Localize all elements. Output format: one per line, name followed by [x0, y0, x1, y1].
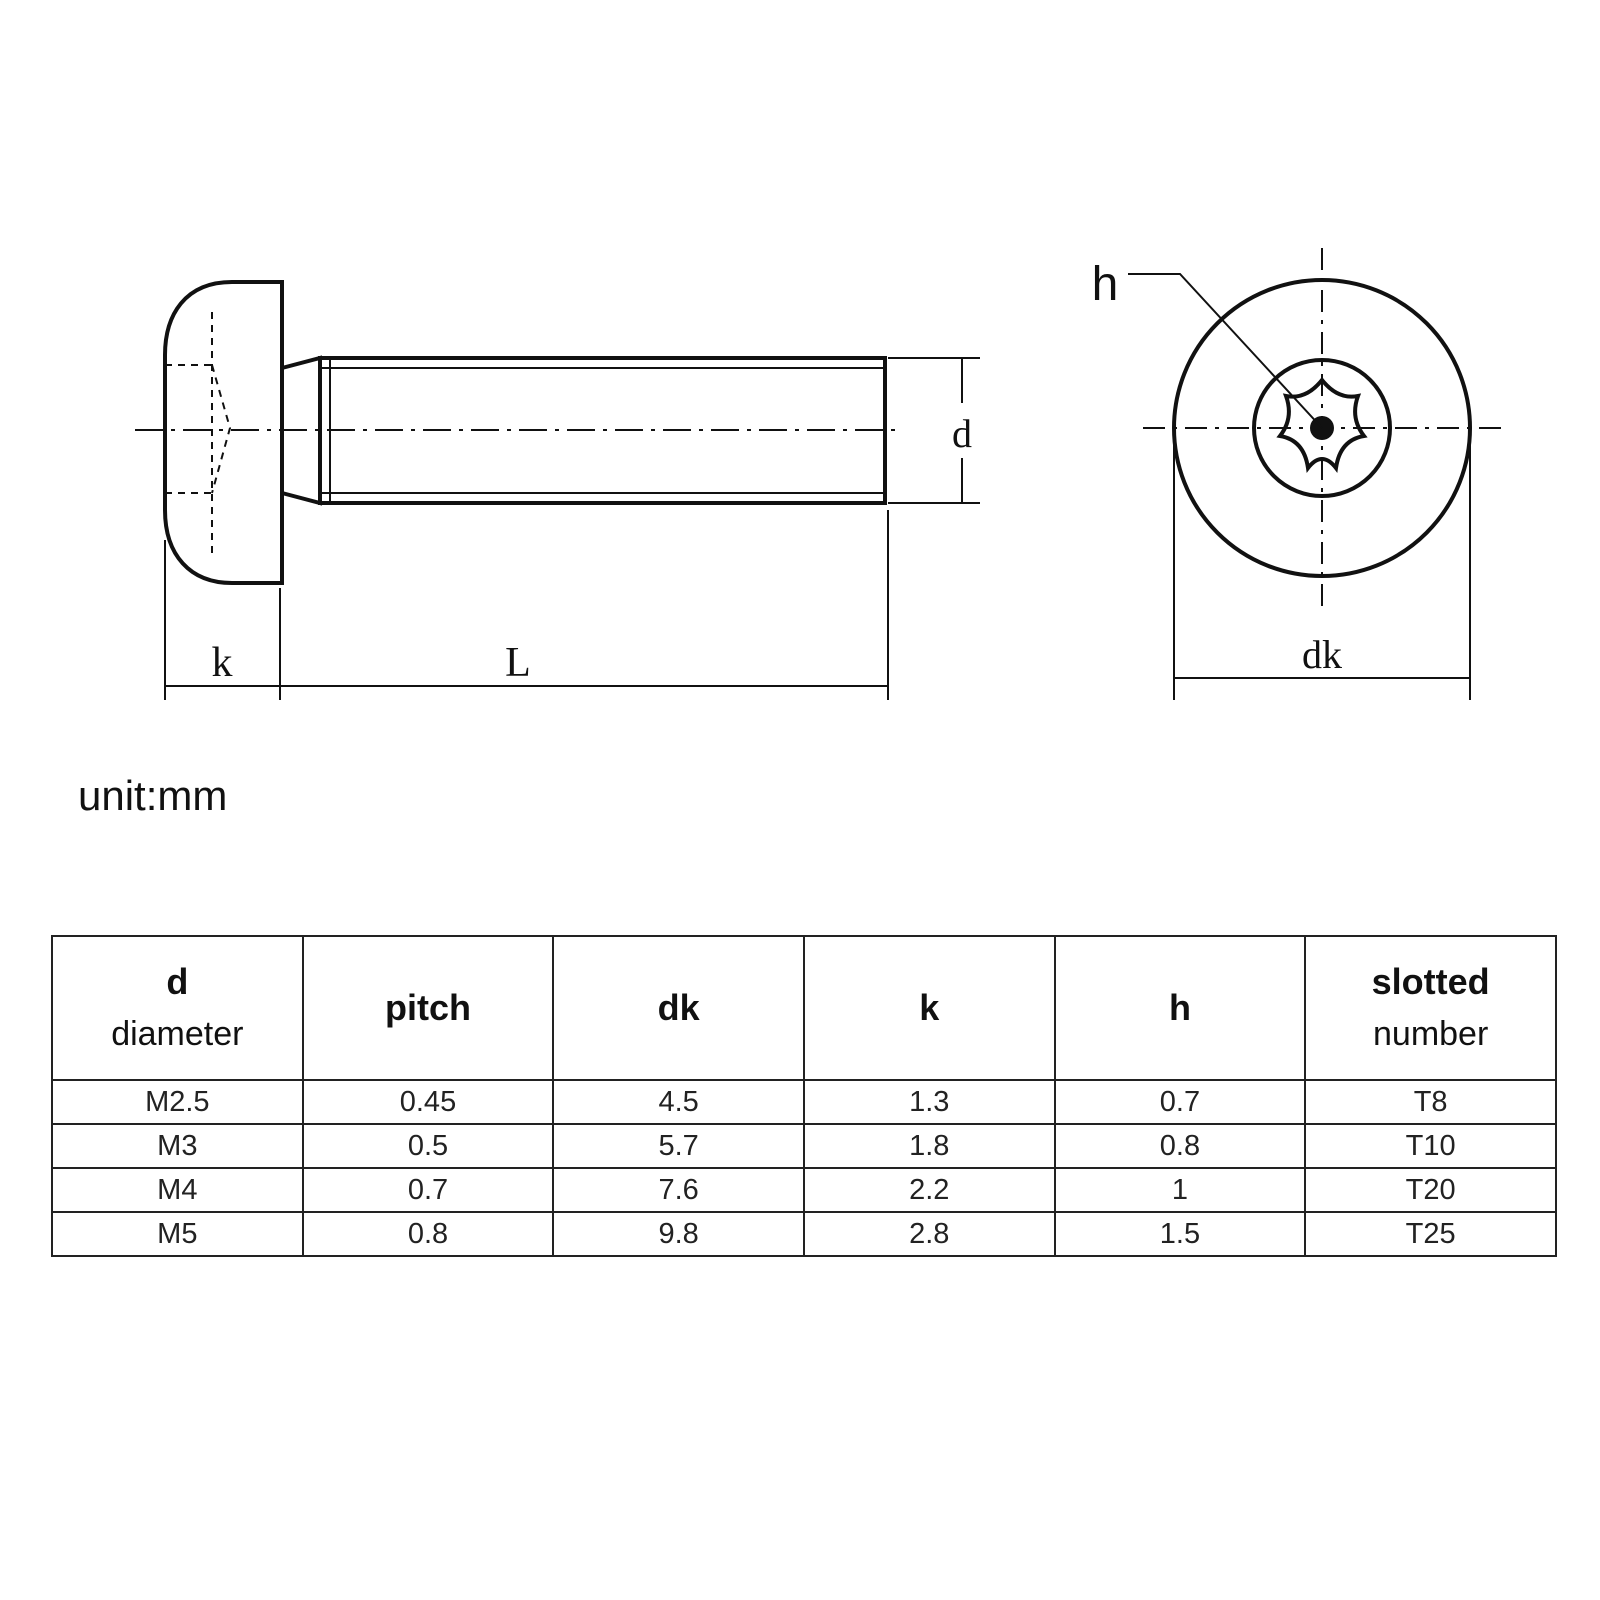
cell-dk: 7.6 — [552, 1167, 805, 1213]
cell-h: 0.8 — [1053, 1123, 1307, 1169]
table-row: M3 0.5 5.7 1.8 0.8 T10 — [51, 1123, 1557, 1169]
h-label: h — [1092, 258, 1119, 311]
unit-label: unit:mm — [78, 772, 228, 819]
screw-top-view — [1143, 248, 1502, 610]
cell-pitch: 0.5 — [301, 1123, 555, 1169]
cell-h: 1.5 — [1053, 1211, 1307, 1257]
cell-k: 2.8 — [802, 1211, 1056, 1257]
torx-star-icon — [1276, 376, 1368, 473]
header-k: k — [802, 935, 1056, 1081]
table-header-row: d diameter pitch dk k h slotted number — [51, 935, 1557, 1081]
cell-slotted: T25 — [1304, 1211, 1557, 1257]
cell-pitch: 0.7 — [301, 1167, 555, 1213]
header-h: h — [1053, 935, 1307, 1081]
table-row: M5 0.8 9.8 2.8 1.5 T25 — [51, 1211, 1557, 1257]
h-leader-line — [1128, 273, 1323, 429]
recess-circle — [1252, 358, 1392, 498]
cell-d: M3 — [51, 1123, 304, 1169]
cell-k: 1.8 — [802, 1123, 1056, 1169]
dk-dimension — [1173, 440, 1471, 700]
screw-shank — [318, 356, 887, 505]
cell-d: M2.5 — [51, 1079, 304, 1125]
k-label: k — [212, 640, 233, 686]
k-L-dimensions — [164, 510, 889, 700]
cell-d: M4 — [51, 1167, 304, 1213]
cell-slotted: T20 — [1304, 1167, 1557, 1213]
cell-h: 1 — [1053, 1167, 1307, 1213]
cell-k: 2.2 — [802, 1167, 1056, 1213]
cell-slotted: T10 — [1304, 1123, 1557, 1169]
cell-dk: 9.8 — [552, 1211, 805, 1257]
cell-dk: 4.5 — [552, 1079, 805, 1125]
screw-head-outline — [163, 280, 284, 585]
screw-technical-drawing: d k L h dk — [135, 248, 1502, 700]
table-row: M4 0.7 7.6 2.2 1 T20 — [51, 1167, 1557, 1213]
cell-h: 0.7 — [1053, 1079, 1307, 1125]
cell-pitch: 0.8 — [301, 1211, 555, 1257]
cell-slotted: T8 — [1304, 1079, 1557, 1125]
header-dk: dk — [552, 935, 805, 1081]
header-pitch: pitch — [301, 935, 555, 1081]
cell-k: 1.3 — [802, 1079, 1056, 1125]
table-row: M2.5 0.45 4.5 1.3 0.7 T8 — [51, 1079, 1557, 1125]
d-label: d — [952, 411, 972, 456]
cell-dk: 5.7 — [552, 1123, 805, 1169]
cell-d: M5 — [51, 1211, 304, 1257]
header-slotted: slotted number — [1304, 935, 1557, 1081]
header-d: d diameter — [51, 935, 304, 1081]
d-dimension — [888, 357, 980, 504]
cell-pitch: 0.45 — [301, 1079, 555, 1125]
recess-hidden-lines — [165, 312, 232, 555]
screw-side-view — [163, 280, 887, 585]
spec-table: d diameter pitch dk k h slotted number M… — [51, 935, 1557, 1257]
dk-label: dk — [1302, 632, 1342, 677]
L-label: L — [505, 640, 531, 686]
